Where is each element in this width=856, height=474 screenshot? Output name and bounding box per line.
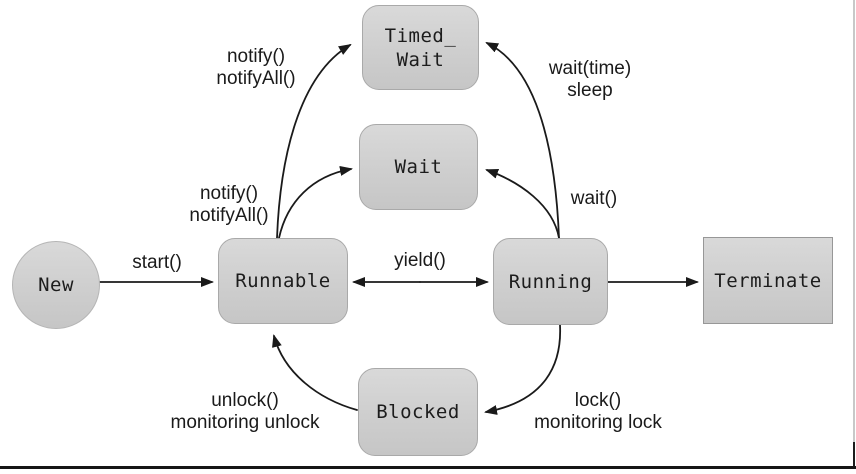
edge-label-yield: yield() (394, 250, 446, 271)
state-node-running: Running (493, 238, 608, 325)
page-right-border (853, 0, 855, 468)
edge-blocked-runnable-arrow (272, 334, 358, 411)
edge-label-wait-time-sleep: wait(time) sleep (548, 58, 632, 101)
state-label-timed-wait-line1: Timed_ (384, 24, 457, 47)
page-right-border-dark (853, 442, 855, 469)
edge-label-start: start() (132, 252, 182, 273)
state-node-timed-wait: Timed_ Wait (362, 5, 479, 90)
state-label-runnable: Runnable (235, 270, 331, 292)
edge-running-blocked-arrow (484, 324, 561, 415)
state-label-running: Running (508, 270, 593, 293)
state-node-runnable: Runnable (218, 238, 348, 324)
edge-label-unlock: unlock() monitoring unlock (170, 390, 320, 433)
edge-label-notify-wait: notify() notifyAll() (189, 183, 269, 226)
edge-runnable-timedwait-arrow (276, 43, 352, 239)
state-node-new: New (12, 241, 100, 329)
edge-label-wait: wait() (570, 188, 618, 209)
edge-runnable-wait-arrow (278, 166, 353, 239)
edge-label-notify-timed-wait: notify() notifyAll() (216, 46, 296, 89)
state-label-terminate: Terminate (714, 269, 822, 292)
state-label-blocked: Blocked (376, 401, 460, 423)
edge-running-wait-arrow (485, 169, 560, 239)
state-label-wait: Wait (394, 156, 443, 178)
state-node-wait: Wait (359, 124, 478, 210)
state-label-timed-wait-line2: Wait (396, 48, 445, 71)
state-node-blocked: Blocked (358, 368, 478, 456)
page-bottom-border (0, 466, 856, 469)
state-label-new: New (38, 274, 74, 296)
edge-label-lock: lock() monitoring lock (534, 390, 662, 433)
state-node-terminate: Terminate (703, 237, 833, 324)
edge-running-timedwait-arrow (485, 42, 560, 239)
